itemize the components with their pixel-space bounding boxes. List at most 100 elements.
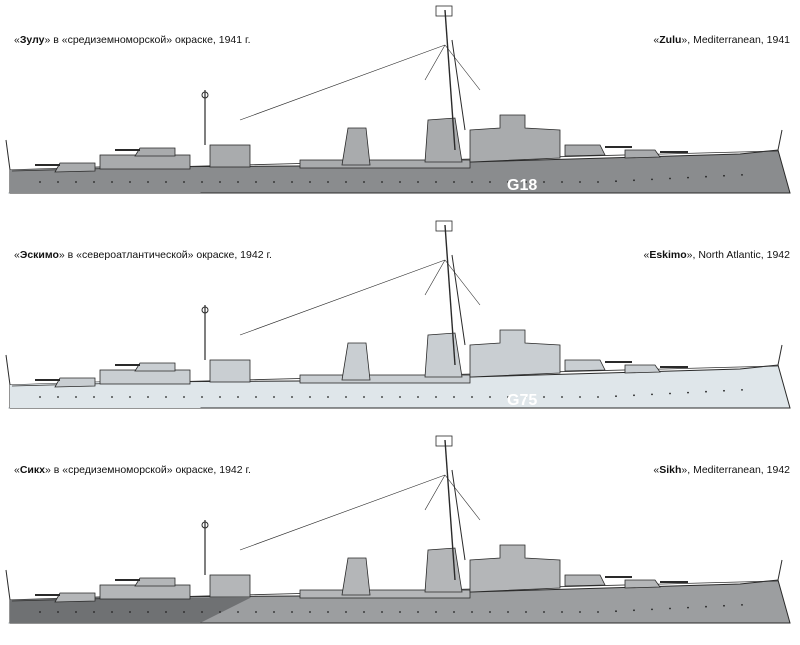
porthole: [255, 611, 257, 613]
porthole: [561, 611, 563, 613]
porthole: [579, 611, 581, 613]
porthole: [129, 181, 131, 183]
plate-eskimo: «Эскимо» в «североатлантической» окраске…: [0, 215, 800, 430]
porthole: [435, 396, 437, 398]
caption-ru: «Зулу» в «средиземноморской» окраске, 19…: [14, 34, 251, 46]
porthole: [39, 396, 41, 398]
porthole: [111, 611, 113, 613]
porthole: [147, 181, 149, 183]
porthole: [147, 396, 149, 398]
gun-turret-x: [54, 592, 96, 603]
aft-deckhouse: [99, 584, 191, 600]
porthole: [669, 607, 671, 610]
porthole: [525, 611, 527, 613]
porthole: [57, 611, 59, 613]
wire-aerial: [239, 474, 446, 551]
porthole: [237, 611, 239, 613]
porthole: [453, 396, 455, 398]
wire-aerial: [424, 44, 446, 81]
porthole: [201, 181, 203, 183]
porthole: [399, 396, 401, 398]
porthole: [453, 611, 455, 613]
searchlight-platform: [209, 144, 251, 168]
porthole: [687, 176, 689, 179]
gun-turret-a: [624, 579, 661, 589]
porthole: [399, 181, 401, 183]
porthole: [111, 181, 113, 183]
porthole: [309, 181, 311, 183]
caption-ru: «Эскимо» в «североатлантической» окраске…: [14, 249, 272, 261]
jack-staff: [777, 129, 783, 151]
fore-funnel: [424, 332, 463, 378]
gun-turret-y: [134, 362, 176, 372]
wire-aerial: [444, 259, 481, 306]
porthole: [579, 396, 581, 398]
porthole: [129, 611, 131, 613]
porthole: [381, 611, 383, 613]
porthole: [489, 181, 491, 183]
porthole: [561, 181, 563, 183]
bridge: [469, 544, 561, 593]
radar-aerial: [435, 220, 453, 232]
wire-aerial: [444, 474, 481, 521]
porthole: [651, 178, 653, 181]
fore-funnel: [424, 547, 463, 593]
ensign-staff: [5, 354, 11, 386]
porthole: [201, 396, 203, 398]
porthole: [615, 610, 617, 613]
wire-aerial: [424, 259, 446, 296]
porthole: [705, 390, 707, 393]
porthole: [633, 394, 635, 397]
porthole: [435, 611, 437, 613]
porthole: [597, 611, 599, 613]
porthole: [219, 396, 221, 398]
porthole: [273, 611, 275, 613]
porthole: [183, 396, 185, 398]
gun-turret-x: [54, 162, 96, 173]
porthole: [309, 396, 311, 398]
gun-turret-b: [564, 359, 606, 372]
porthole: [237, 181, 239, 183]
plate-zulu: «Зулу» в «средиземноморской» окраске, 19…: [0, 0, 800, 215]
camouflage-patch: [10, 597, 250, 623]
porthole: [381, 396, 383, 398]
foremast-leg: [451, 469, 466, 561]
gun-turret-y: [134, 577, 176, 587]
porthole: [489, 611, 491, 613]
porthole: [39, 611, 41, 613]
ensign-staff: [5, 569, 11, 601]
porthole: [129, 396, 131, 398]
caption-en: «Sikh», Mediterranean, 1942: [653, 464, 790, 476]
porthole: [255, 181, 257, 183]
porthole: [75, 611, 77, 613]
porthole: [255, 396, 257, 398]
porthole: [309, 611, 311, 613]
porthole: [615, 180, 617, 183]
porthole: [507, 396, 509, 398]
porthole: [741, 389, 743, 391]
foremast: [444, 9, 456, 151]
porthole: [579, 181, 581, 183]
porthole: [93, 396, 95, 398]
porthole: [327, 611, 329, 613]
ship-profile: G18: [5, 5, 791, 194]
porthole: [417, 396, 419, 398]
wire-aerial: [424, 474, 446, 511]
porthole: [453, 181, 455, 183]
porthole: [525, 396, 527, 398]
plate-sikh: «Сикх» в «средиземноморской» окраске, 19…: [0, 430, 800, 645]
mast-lamp: [201, 521, 209, 529]
caption-en: «Eskimo», North Atlantic, 1942: [643, 249, 790, 261]
gun-turret-a: [624, 149, 661, 159]
aft-deckhouse: [99, 369, 191, 385]
gun-turret-x: [54, 377, 96, 388]
caption-ru: «Сикх» в «средиземноморской» окраске, 19…: [14, 464, 251, 476]
foremast-leg: [451, 39, 466, 131]
aft-deckhouse: [99, 154, 191, 170]
porthole: [57, 181, 59, 183]
wire-aerial: [239, 259, 446, 336]
gun-turret-y: [134, 147, 176, 157]
porthole: [165, 611, 167, 613]
jack-staff: [777, 559, 783, 581]
porthole: [273, 181, 275, 183]
